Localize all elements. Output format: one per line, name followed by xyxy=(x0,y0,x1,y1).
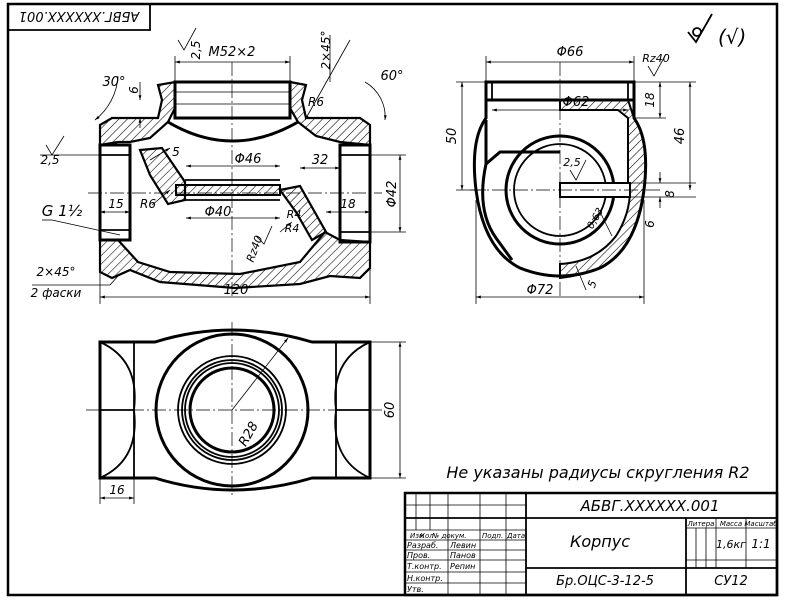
mass-value: 1,6кг xyxy=(716,538,746,551)
top-view xyxy=(86,322,406,504)
name-razrab: Левин xyxy=(449,541,476,550)
scale-value: 1:1 xyxy=(751,537,770,551)
roughness-top-label: 2,5 xyxy=(189,40,203,59)
angle-30-label: 30° xyxy=(102,75,125,90)
angle-60-label: 60° xyxy=(380,69,403,84)
fillet-note: Не указаны радиусы скругления R2 xyxy=(446,463,749,482)
dia-40-label: Φ40 xyxy=(205,205,232,220)
hdr-massa: Масса xyxy=(720,520,742,528)
title-org: Бр.ОЦС-3-12-5 xyxy=(556,574,654,589)
roughness-symbol-left xyxy=(45,135,65,156)
r6-bottom-label: R6 xyxy=(140,197,156,211)
length-120-label: 120 xyxy=(224,283,249,298)
dia-62-label: Φ62 xyxy=(563,95,590,110)
height-8-label: 8 xyxy=(663,190,677,198)
front-left-hex-end xyxy=(98,143,132,242)
thread-g-label: G 1½ xyxy=(42,202,83,220)
name-tkontr: Репин xyxy=(450,562,475,571)
row-tkontr: Т.контр. xyxy=(407,562,442,571)
dia-46-label: Φ46 xyxy=(235,152,262,167)
front-wall-hatch-partition-right xyxy=(278,184,328,242)
chamfer-bottom-label: 2×45° xyxy=(37,265,76,279)
roughness-left-label: 2,5 xyxy=(40,153,59,167)
side-roughness-rz40 xyxy=(647,53,667,77)
side-view-labels: Φ66 Rz40 Φ62 50 18 46 2,5 0,63 8 6 5 Φ72 xyxy=(445,45,688,298)
width-16-label: 16 xyxy=(109,483,125,497)
r6-top-label: R6 xyxy=(308,95,324,109)
r4b-label: R4 xyxy=(285,222,300,235)
rz40-side-label: Rz40 xyxy=(642,52,669,65)
front-inner-arc xyxy=(167,120,299,143)
row-nkontr: Н.контр. xyxy=(407,574,443,583)
hdr-masshtab: Масштаб xyxy=(744,520,778,528)
dim-5-side-label: 5 xyxy=(585,279,600,290)
row-utv: Утв. xyxy=(407,585,424,594)
title-group: СУ12 xyxy=(714,574,748,589)
side-roughness-25 xyxy=(569,159,587,181)
faski-label: 2 фаски xyxy=(31,286,82,300)
dia-66-label: Φ66 xyxy=(557,45,584,60)
title-code: АБВГ.XXXXXX.001 xyxy=(579,497,719,515)
height-46-label: 46 xyxy=(673,128,688,145)
dim-15-label: 15 xyxy=(108,197,123,211)
front-partition-hatch xyxy=(175,184,281,196)
title-block-text: АБВГ.XXXXXX.001 Корпус Бр.ОЦС-3-12-5 СУ1… xyxy=(407,497,778,594)
thread-label: M52×2 xyxy=(209,45,256,60)
front-right-hex-end xyxy=(338,143,372,244)
side-hex-edge xyxy=(484,120,560,168)
corner-code: АБВГ.XXXXXX.001 xyxy=(19,8,141,23)
height-6-label: 6 xyxy=(643,220,657,228)
dia-72-label: Φ72 xyxy=(527,283,554,298)
side-view xyxy=(456,53,696,304)
col-ndok: № докум. xyxy=(431,532,467,540)
height-18-label: 18 xyxy=(643,92,657,108)
dim-32-label: 32 xyxy=(312,153,329,168)
dia-42-label: Φ42 xyxy=(385,181,400,208)
front-top-neck xyxy=(173,80,292,120)
front-wall-hatch-bottom xyxy=(98,230,372,290)
roughness-note-symbol xyxy=(687,13,713,44)
hdr-litera: Литера xyxy=(687,520,715,528)
title-name: Корпус xyxy=(570,532,630,551)
front-wall-hatch-right-top xyxy=(288,80,372,147)
height-50-label: 50 xyxy=(445,128,460,145)
chamfer-top-label: 2×45° xyxy=(319,31,333,70)
name-prov: Панов xyxy=(450,551,476,560)
dim-18-label: 18 xyxy=(340,197,356,211)
front-view xyxy=(32,27,406,304)
roughness-note: (√) xyxy=(718,25,746,49)
side-roughness-063 xyxy=(591,211,613,237)
dim-6-label: 6 xyxy=(127,86,141,94)
rz40-front-label: Rz40 xyxy=(244,234,266,264)
row-prov: Пров. xyxy=(407,551,430,560)
corner-box xyxy=(8,4,151,31)
title-block xyxy=(403,491,779,597)
drawing-frame xyxy=(6,2,779,597)
col-data: Дата xyxy=(506,532,525,540)
roughness-symbol-top xyxy=(177,27,197,51)
height-60-label: 60 xyxy=(383,402,398,419)
roughness-25-side-label: 2,5 xyxy=(563,156,581,169)
side-section-hatch xyxy=(559,99,647,280)
r4a-label: R4 xyxy=(287,208,302,221)
roughness-symbol-inner xyxy=(255,225,273,245)
row-razrab: Разраб. xyxy=(407,541,438,550)
col-list: Кол xyxy=(420,532,434,540)
dim-5-label: 5 xyxy=(172,145,180,159)
side-hex-lower xyxy=(481,163,514,261)
col-podp: Подп. xyxy=(482,532,503,540)
col-izm: Изм xyxy=(410,532,425,540)
